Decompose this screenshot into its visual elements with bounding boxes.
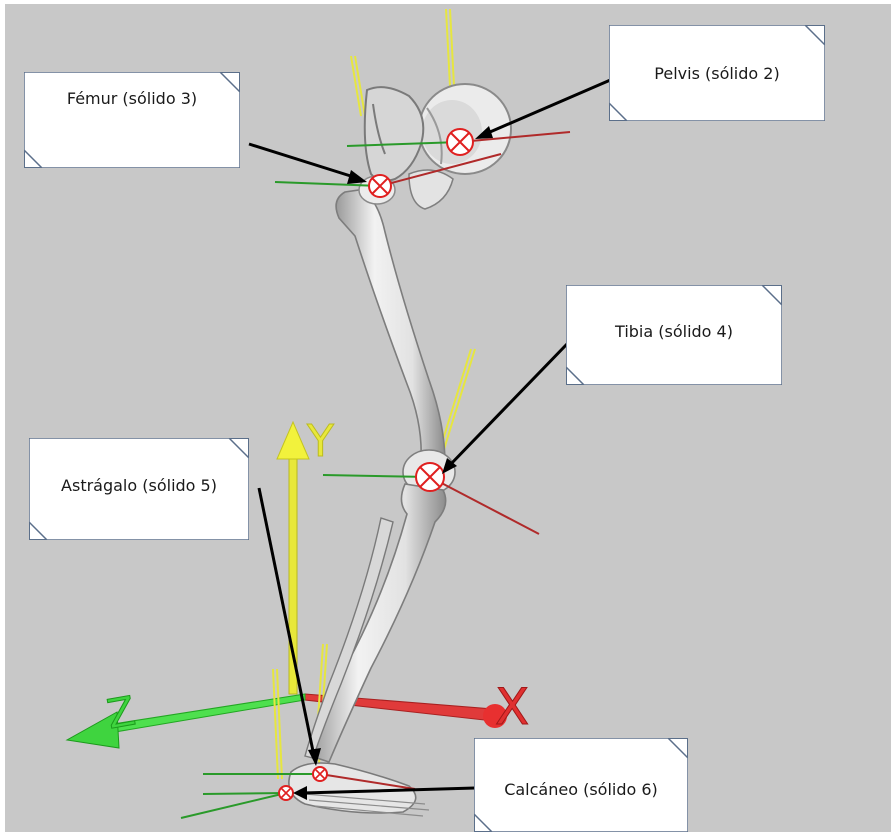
leader-arrows: [248, 76, 616, 800]
femur-callout: Fémur (sólido 3): [24, 72, 240, 168]
callout-frame: [474, 738, 688, 832]
callout-frame: [609, 25, 825, 121]
pelvis-joint-marker: [446, 128, 474, 156]
femur-leader-arrow: [248, 142, 367, 184]
tibia-label: Tibia (sólido 4): [615, 321, 733, 341]
callout-frame: [566, 285, 782, 385]
tibia-leader-arrow: [442, 342, 569, 474]
calcaneo-leader-arrow: [293, 786, 476, 800]
calcaneo-label: Calcáneo (sólido 6): [504, 779, 658, 799]
astragalo-leader-arrow: [257, 487, 321, 766]
y-axis-arrowhead: [276, 420, 310, 460]
femur-label: Fémur (sólido 3): [66, 88, 198, 108]
skeleton-scene: Y X Z: [65, 8, 616, 819]
joint-markers: [278, 128, 474, 801]
astragalo-joint-marker: [312, 766, 328, 782]
callout-frame: [29, 438, 249, 540]
astragalo-callout: Astrágalo (sólido 5): [29, 438, 249, 540]
astragalo-label: Astrágalo (sólido 5): [61, 475, 217, 495]
z-axis-arrowhead: [65, 711, 120, 749]
calcaneo-joint-marker: [278, 785, 294, 801]
pelvis-label: Pelvis (sólido 2): [654, 63, 780, 83]
tibia-joint-marker: [415, 462, 445, 492]
femur-joint-marker: [368, 174, 392, 198]
calcaneo-callout: Calcáneo (sólido 6): [474, 738, 688, 832]
x-axis-label: X: [495, 678, 529, 736]
3d-viewport[interactable]: Y X Z: [5, 4, 891, 832]
pelvis-callout: Pelvis (sólido 2): [609, 25, 825, 121]
femur-bone: [335, 175, 456, 495]
x-axis-arrowhead: [483, 704, 507, 728]
joint-local-axes: [180, 131, 571, 819]
tibia-callout: Tibia (sólido 4): [566, 285, 782, 385]
pelvis-leader-arrow: [475, 76, 616, 139]
y-axis-label: Y: [306, 416, 334, 467]
tibia-bone: [304, 483, 447, 763]
callout-frame: [24, 72, 240, 168]
